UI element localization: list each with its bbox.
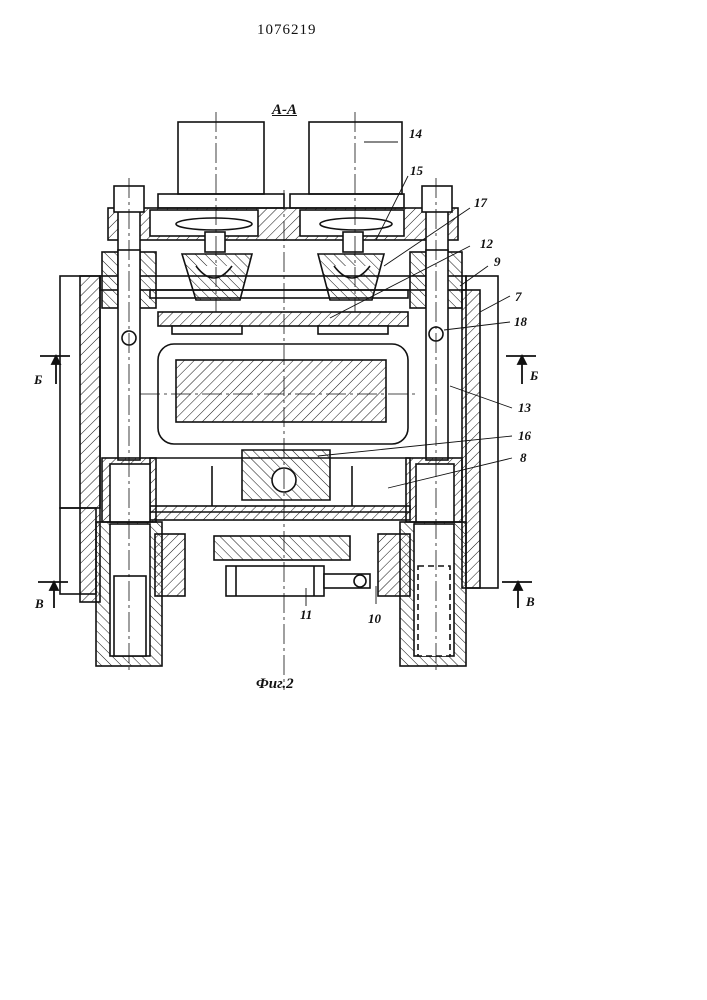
section-mark-v-right: В — [526, 594, 535, 609]
page-number: 1076219 — [257, 22, 317, 38]
label-part-9: 9 — [494, 254, 501, 269]
motor-right — [308, 121, 403, 195]
label-part-14: 14 — [409, 126, 422, 141]
figure-caption: Фиг.2 — [256, 676, 294, 692]
label-part-15: 15 — [410, 163, 423, 178]
label-part-12: 12 — [480, 236, 493, 251]
cylinder-11 — [225, 565, 325, 597]
section-mark-b-right: Б — [530, 368, 539, 383]
label-part-13: 13 — [518, 400, 531, 415]
label-part-18: 18 — [514, 314, 527, 329]
label-part-10: 10 — [368, 611, 381, 626]
label-part-7: 7 — [515, 289, 522, 304]
plate-12 — [157, 311, 409, 327]
label-part-11: 11 — [300, 607, 313, 622]
label-part-8: 8 — [520, 450, 527, 465]
label-part-17: 17 — [474, 195, 487, 210]
section-mark-v-left: В — [35, 596, 44, 611]
label-part-16: 16 — [518, 428, 531, 443]
section-mark-b-left: Б — [34, 372, 43, 387]
motor-left — [177, 121, 265, 195]
section-title: А-А — [272, 102, 298, 118]
